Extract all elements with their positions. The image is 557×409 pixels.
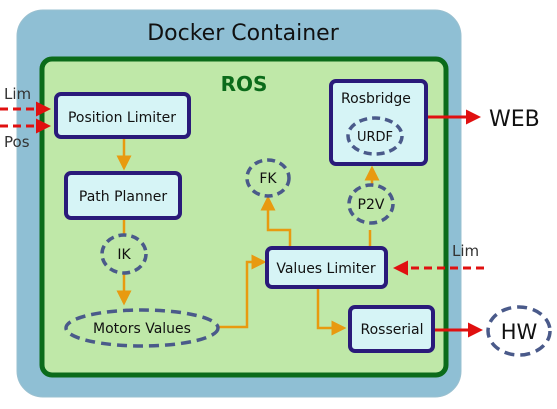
- orange-connections: [116, 137, 380, 336]
- motors-values-label: Motors Values: [93, 321, 191, 337]
- lim-right-label: Lim: [452, 242, 479, 260]
- node-urdf: [346, 116, 404, 156]
- ros-title: ROS: [221, 72, 268, 96]
- node-rosbridge: Rosbridge URDF: [329, 79, 428, 166]
- ik-label: IK: [117, 247, 131, 263]
- arrow-motors-values-to-values-limiter: [218, 254, 267, 329]
- urdf-label: URDF: [357, 130, 393, 145]
- hw-label: HW: [501, 320, 538, 344]
- node-position-limiter: Position Limiter: [54, 92, 191, 139]
- node-hw: HW: [486, 305, 552, 357]
- node-ik: IK: [100, 233, 148, 275]
- node-motors-values: Motors Values: [64, 308, 220, 348]
- position-limiter-label: Position Limiter: [68, 110, 176, 126]
- node-fk: FK: [245, 158, 291, 198]
- arrow-values-limiter-to-rosserial: [316, 287, 347, 336]
- values-limiter-label: Values Limiter: [276, 261, 376, 277]
- rosserial-label: Rosserial: [361, 322, 424, 338]
- fk-label: FK: [259, 171, 277, 187]
- arrow-values-limiter-to-fk: [260, 195, 292, 247]
- web-label: WEB: [489, 107, 540, 132]
- docker-container-title: Docker Container: [147, 21, 339, 46]
- lim-input-label: Lim: [4, 85, 31, 103]
- node-path-planner: Path Planner: [64, 171, 182, 220]
- path-planner-label: Path Planner: [79, 189, 167, 205]
- node-rosserial: Rosserial: [348, 305, 435, 353]
- red-connections: [0, 101, 484, 338]
- node-values-limiter: Values Limiter: [265, 246, 388, 289]
- node-p2v: P2V: [347, 183, 395, 225]
- rosbridge-label: Rosbridge: [341, 91, 411, 107]
- p2v-label: P2V: [358, 197, 385, 213]
- pos-input-label: Pos: [4, 133, 30, 151]
